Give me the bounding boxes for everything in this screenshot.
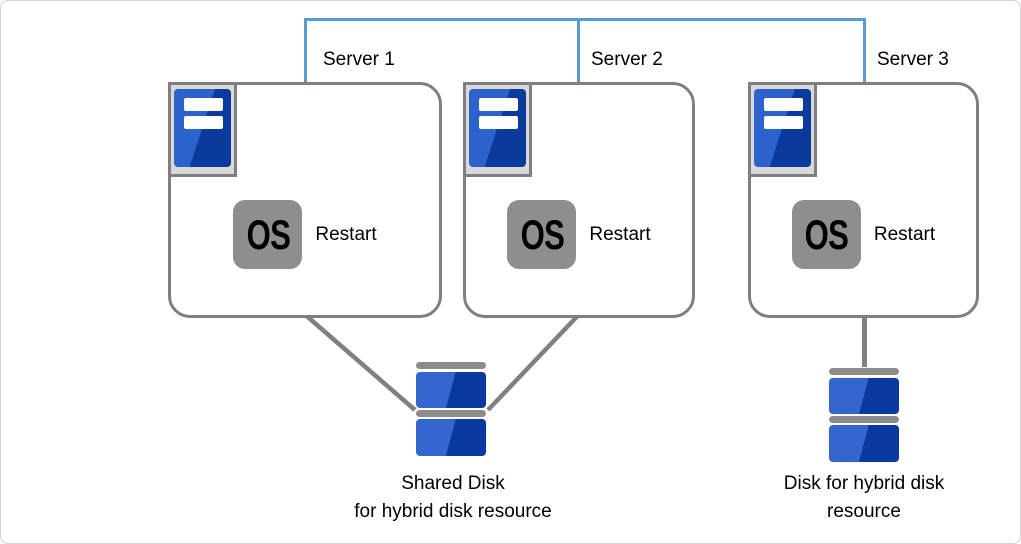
server-icon — [168, 82, 237, 177]
os-restart-row: OS Restart — [466, 200, 692, 269]
server-3-label: Server 3 — [877, 49, 949, 70]
os-restart-row: OS Restart — [171, 200, 439, 269]
disk-cap — [829, 368, 899, 375]
server-icon — [463, 82, 532, 177]
server-slot-bar — [764, 116, 803, 129]
restart-label: Restart — [315, 223, 377, 245]
os-icon: OS — [507, 200, 577, 269]
server-slot-bar — [764, 98, 803, 111]
server-1-label: Server 1 — [323, 49, 395, 70]
hybrid-disk-label: Disk for hybrid disk resource — [714, 470, 1014, 526]
server-slot-bar — [479, 116, 518, 129]
os-icon-text: OS — [246, 210, 290, 258]
os-icon-text: OS — [520, 210, 564, 258]
disk-body — [416, 419, 486, 456]
shared-disk-icon — [416, 362, 486, 456]
disk-body — [829, 425, 899, 462]
hybrid-disk-icon — [829, 368, 899, 462]
disk-cap — [829, 416, 899, 423]
server-1-box: OS Restart — [168, 82, 442, 318]
shared-disk-connector-line — [304, 313, 581, 412]
server-glyph — [469, 89, 526, 167]
os-icon: OS — [233, 200, 303, 269]
shared-disk-label-line1: Shared Disk — [401, 473, 505, 494]
restart-label: Restart — [589, 223, 651, 245]
hybrid-disk-label-line2: resource — [827, 501, 901, 522]
disk-body — [829, 378, 899, 414]
shared-disk-label: Shared Disk for hybrid disk resource — [303, 470, 603, 526]
disk-cap — [416, 410, 486, 417]
server-2-box: OS Restart — [463, 82, 695, 318]
shared-disk-label-line2: for hybrid disk resource — [354, 501, 552, 522]
os-restart-row: OS Restart — [751, 200, 976, 269]
restart-label: Restart — [873, 223, 936, 245]
server-slot-bar — [184, 116, 223, 129]
server-3-box: OS Restart — [748, 82, 979, 318]
network-connector-line — [304, 18, 866, 83]
server-icon — [748, 82, 817, 177]
server-slot-bar — [184, 98, 223, 111]
server-glyph — [174, 89, 231, 167]
server-2-label: Server 2 — [591, 49, 663, 70]
os-icon-text: OS — [804, 210, 849, 258]
hybrid-disk-label-line1: Disk for hybrid disk — [783, 473, 945, 494]
disk-body — [416, 372, 486, 408]
server-glyph — [754, 89, 811, 167]
server-slot-bar — [479, 98, 518, 111]
disk-cap — [416, 362, 486, 369]
os-icon: OS — [791, 200, 861, 269]
